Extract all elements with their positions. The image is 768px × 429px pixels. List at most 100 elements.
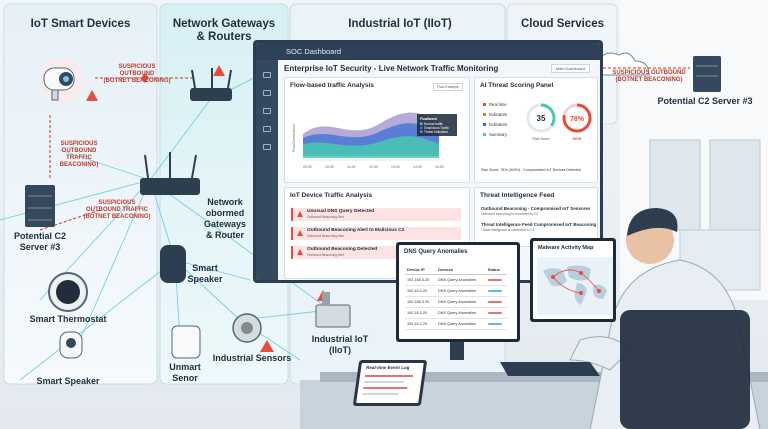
flow-legend-threat: Threat Indicators [424,130,448,134]
flow-tick-6: 15:00 [435,165,444,169]
dns-header: Devices [435,265,486,275]
threat-intel-panel: Threat Intelligence Feed Outbound Beacon… [474,187,598,247]
flow-area-normal [303,136,439,158]
dns-monitor: DNS Query Anomalies Device IP Devices St… [396,242,520,342]
flow-ylabel: Flow/Connections [292,124,296,152]
ai-threat-title: AI Threat Scoring Panel [480,82,554,89]
flow-tick-0: 09:00 [303,165,312,169]
malware-monitor-screen: Malware Activity Map [533,241,613,319]
industrial-sensors-label: Industrial Sensors [212,353,292,363]
warning-icon [297,211,303,217]
intel-item-sub: Outbound beaconing is connected to C2 [481,212,538,216]
status-bar [487,290,502,292]
suspicious-outbound-label: SUSPICIOUS OUTBOUND (BOTNET BEACONING) [103,64,171,84]
smart-speaker-mid-label: Smart Speaker [187,263,223,284]
risk-score-value: 35 [537,114,546,123]
flow-tick-2: 11:00 [347,165,356,169]
flow-legend-title: FlowBased [420,117,437,121]
c2-server-right-label: Potential C2 Server #3 [657,96,753,106]
flow-dropdown[interactable]: Flow Example [433,83,463,91]
risk-percent-value: 78% [570,116,585,123]
flow-tick-1: 10:00 [325,165,334,169]
suspicious-traffic-vertical-label: SUSPICIOUS OUTBOUND TRAFFIC BEACONING) [59,141,99,168]
column-title-gateways: Network Gateways & Routers [172,18,276,43]
smart-speaker-left-label: Smart Speaker [36,376,100,386]
risk-gauges: 35 Risk Score 78% HIGH [526,103,592,141]
dashboard-window-title: SOC Dashboard [256,43,600,60]
devices-icon[interactable] [263,108,271,114]
c2-server-left-label: Potential C2 Server #3 [13,231,66,252]
server-left-icon [25,185,55,227]
tablet-screen: Real-time Event Log [356,363,424,403]
flow-legend-normal: Normal traffic [424,122,443,126]
status-bar [487,312,502,314]
soc-dashboard-monitor: SOC Dashboard Enterprise IoT Security - … [253,40,603,283]
warning-icon [297,230,303,236]
threat-intel-title: Threat Intelligence Feed [480,192,555,199]
alert-title: Unusual DNS Query Detected [307,209,375,214]
malware-monitor: Malware Activity Map [530,238,616,322]
event-log-title: Real-time Event Log [365,365,410,370]
flow-legend-suspicious: Suspicious Traffic [424,126,449,130]
alert-row[interactable]: Unusual DNS Query Detected Outbound Beac… [291,208,461,221]
intel-item-title[interactable]: Outbound Beaconing - Compromised IoT Sen… [481,206,591,211]
world-map [537,257,613,315]
intel-item-title[interactable]: Threat Intelligence Feed Compromised IoT… [481,222,597,227]
flow-analysis-panel: Flow-based traffic Analysis Flow Example… [284,77,470,183]
unmart-senor-label: Unmart Senor [169,362,201,383]
column-title-iiot: Industrial IoT (IIoT) [348,18,452,30]
malware-title: Malware Activity Map [538,245,594,251]
menu-icon[interactable] [263,72,271,78]
dns-title: DNS Query Anomalies [404,249,468,255]
dns-header: Status [485,265,507,275]
alert-title: Outbound Beaconing Alert to Malicious C2 [307,228,405,233]
chart-icon[interactable] [263,126,271,132]
status-bar [487,279,502,281]
risk-summary-text: Risk Score: 78% (HIGH) - Compromised IoT… [481,168,581,172]
central-router-label: Network obormed Gateways & Router [203,197,247,240]
flow-chart: Flow/Connections 09:00 10:00 11:00 12:00… [292,112,457,169]
warning-icon [297,249,303,255]
main-dashboard-button[interactable]: Main Dashboard [550,64,590,73]
alert-sub: Outbound Beaconing Alert [307,234,345,238]
flow-tick-5: 14:00 [413,165,422,169]
iot-traffic-title: IoT Device Traffic Analysis [290,192,373,199]
dns-monitor-screen: DNS Query Anomalies Device IP Devices St… [399,245,517,339]
router-icon [190,68,232,101]
settings-icon[interactable] [263,144,271,150]
suspicious-outbound-right-label: SUSPICIOUS OUTBOUND (BOTNET BEACONING) [612,70,686,83]
event-log-tablet: Real-time Event Log [352,360,428,406]
dashboard-title: Enterprise IoT Security - Live Network T… [284,64,499,73]
threat-item[interactable]: Real time [483,100,507,110]
dashboard-sidenav [256,60,278,280]
alert-sub: Outbound Beaconing Alert [307,215,345,219]
threat-item[interactable]: Indicators [483,120,507,130]
flow-analysis-title: Flow-based traffic Analysis [290,82,374,89]
threat-item[interactable]: Indicators [483,110,507,120]
camera-icon [40,58,84,102]
flow-tick-3: 12:00 [369,165,378,169]
status-bar [487,301,502,303]
threat-items-list: Real time Indicators Indicators Summary [483,100,507,140]
dns-monitor-stand [450,342,464,360]
central-router-icon [140,152,200,195]
alert-row[interactable]: Outbound Beaconing Alert to Malicious C2… [291,227,461,240]
flow-tick-4: 13:00 [391,165,400,169]
column-title-iot-devices: IoT Smart Devices [30,18,131,30]
alert-title: Outbound Beaconing Detected [307,247,378,252]
dns-header: Device IP [405,265,436,275]
suspicious-traffic-mid-label: SUSPICIOUS OUTBOUND TRAFFIC (BOTNET BEAC… [83,200,151,220]
risk-score-label: Risk Score [533,137,550,141]
threat-item[interactable]: Summary [483,130,507,140]
ai-threat-panel: AI Threat Scoring Panel Real time Indica… [474,77,598,183]
iiot-device-label: Industrial IoT (IIoT) [311,334,369,355]
risk-high-label: HIGH [573,137,582,141]
home-icon[interactable] [263,90,271,96]
